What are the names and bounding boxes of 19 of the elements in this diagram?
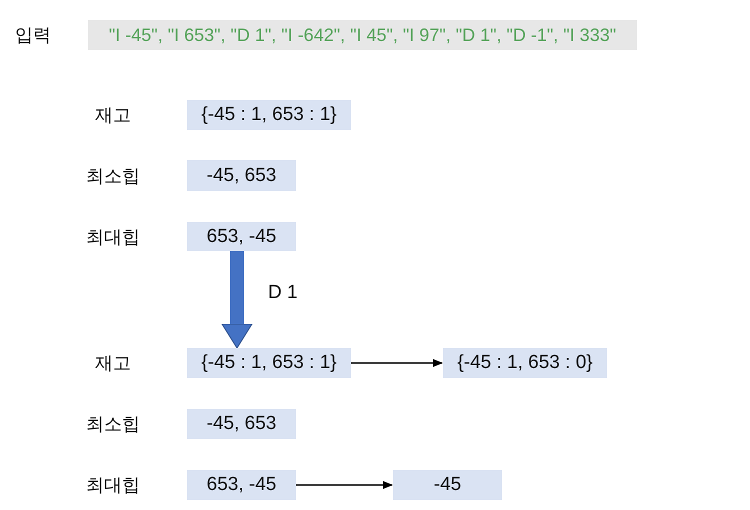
- row-label: 최대힙: [85, 474, 141, 497]
- value-box: -45: [393, 470, 502, 500]
- input-sequence-box: "I -45", "I 653", "D 1", "I -642", "I 45", "I 97", "D 1", "D -1", "I 333": [88, 20, 637, 50]
- value-box: -45, 653: [187, 409, 296, 439]
- value-box: {-45 : 1, 653 : 1}: [187, 348, 351, 378]
- row-label: 재고: [94, 352, 132, 375]
- value-box: {-45 : 1, 653 : 0}: [443, 348, 607, 378]
- value-box: 653, -45: [187, 222, 296, 251]
- value-box: {-45 : 1, 653 : 1}: [187, 100, 351, 130]
- row-label: 재고: [94, 104, 132, 127]
- row-label: 최소힙: [85, 164, 141, 188]
- row-label: 최대힙: [85, 226, 141, 248]
- row-label: 최소힙: [85, 413, 141, 436]
- block-arrow: [222, 251, 252, 348]
- value-box: -45, 653: [187, 160, 296, 191]
- arrow: [351, 359, 443, 367]
- input-label: 입력: [14, 24, 52, 47]
- value-box: 653, -45: [187, 470, 296, 500]
- arrow: [296, 481, 393, 489]
